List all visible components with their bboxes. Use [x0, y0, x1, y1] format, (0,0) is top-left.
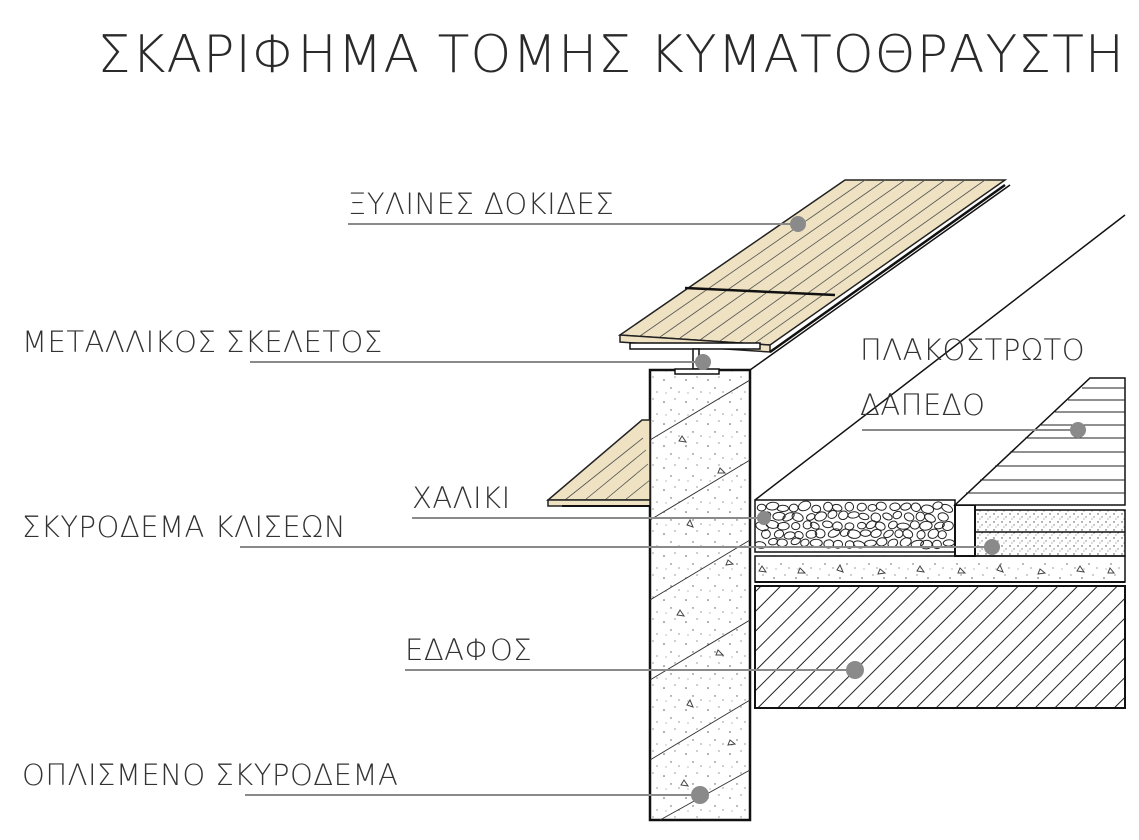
label-paved-floor-text-1: ΠΛΑΚΟΣΤΡΩΤΟ	[860, 333, 1085, 367]
pebble	[932, 501, 943, 510]
marker-dot	[1070, 422, 1086, 438]
pebble	[814, 511, 828, 522]
pebble	[899, 537, 912, 548]
label-soil-text: ΕΔΑΦΟΣ	[405, 633, 532, 667]
pebble	[832, 539, 844, 549]
pebble	[797, 500, 812, 512]
pebble	[870, 512, 882, 523]
label-gravel: ΧΑΛΙΚΙ	[412, 481, 771, 525]
label-wood-beams-text: ΞΥΛΙΝΕΣ ΔΟΚΙΔΕΣ	[348, 187, 614, 221]
label-metal-frame: ΜΕΤΑΛΛΙΚΟΣ ΣΚΕΛΕΤΟΣ	[22, 325, 711, 370]
pebble	[887, 520, 898, 530]
pebble	[919, 520, 933, 531]
pebble	[889, 502, 901, 512]
pebble	[832, 521, 843, 532]
pebble	[772, 511, 786, 521]
perspective-lines	[749, 184, 1126, 501]
pebble	[941, 521, 954, 532]
pebble	[794, 530, 804, 540]
pebble	[844, 501, 855, 512]
marker-dot	[790, 216, 806, 232]
pebble	[870, 528, 882, 538]
paved-floor	[953, 377, 1126, 557]
marker-dot	[984, 539, 1000, 555]
pebble	[858, 512, 870, 521]
pebble	[847, 529, 861, 539]
label-reinforced-concrete: ΟΠΛΙΣΜΕΝΟ ΣΚΥΡΟΔΕΜΑ	[22, 758, 709, 804]
label-soil: ΕΔΑΦΟΣ	[405, 633, 864, 679]
pebble	[791, 522, 801, 531]
pebble	[838, 510, 849, 521]
pebble	[892, 510, 903, 520]
gravel-layer	[754, 499, 956, 553]
pebble	[773, 529, 785, 539]
pebble	[800, 538, 810, 547]
pebble	[811, 504, 822, 514]
marker-dot	[846, 661, 864, 679]
pebble	[805, 529, 818, 539]
pebble	[882, 512, 893, 521]
marker-dot	[757, 511, 771, 525]
pebble	[916, 530, 926, 540]
pebble	[827, 510, 838, 519]
label-reinforced-concrete-text: ΟΠΛΙΣΜΕΝΟ ΣΚΥΡΟΔΕΜΑ	[22, 758, 398, 792]
pebble	[805, 513, 816, 521]
pebble	[790, 537, 801, 546]
pebble	[910, 502, 922, 512]
pebble	[809, 521, 820, 530]
label-slope-concrete: ΣΚΥΡΟΔΕΜΑ ΚΛΙΣΕΩΝ	[22, 510, 1000, 555]
label-paved-floor: ΠΛΑΚΟΣΤΡΩΤΟ ΔΑΠΕΔΟ	[860, 333, 1086, 438]
page-title: ΣΚΑΡΙΦΗΜΑ ΤΟΜΗΣ ΚΥΜΑΤΟΘΡΑΥΣΤΗ	[98, 25, 1125, 85]
pebble	[765, 501, 780, 511]
label-metal-frame-text: ΜΕΤΑΛΛΙΚΟΣ ΣΚΕΛΕΤΟΣ	[22, 325, 383, 359]
pebble	[876, 537, 888, 547]
pebble	[900, 502, 912, 511]
pebble	[920, 504, 935, 514]
label-slope-concrete-text: ΣΚΥΡΟΔΕΜΑ ΚΛΙΣΕΩΝ	[22, 510, 346, 544]
pebble	[937, 512, 949, 522]
pebble	[776, 521, 790, 531]
pebble	[934, 521, 945, 530]
pebble	[937, 530, 947, 540]
label-paved-floor-text-2: ΔΑΠΕΔΟ	[860, 388, 985, 422]
label-gravel-text: ΧΑΛΙΚΙ	[412, 481, 511, 515]
marker-dot	[691, 786, 709, 804]
pebble	[883, 529, 894, 539]
pebble	[761, 529, 771, 539]
pebble	[856, 502, 867, 512]
pebble	[927, 528, 940, 539]
pebble	[756, 503, 767, 512]
pebble	[875, 501, 887, 511]
concrete-wall	[648, 368, 752, 822]
pebble	[827, 528, 841, 538]
wood-deck-lower	[545, 419, 651, 507]
pebble	[831, 503, 843, 512]
soil-block	[754, 581, 1126, 709]
label-wood-beams: ΞΥΛΙΝΕΣ ΔΟΚΙΔΕΣ	[348, 187, 806, 232]
pebble	[903, 512, 915, 522]
pebble	[776, 504, 789, 512]
pebble	[791, 512, 804, 522]
pebble	[941, 503, 954, 513]
pebble	[844, 522, 855, 531]
marker-dot	[695, 354, 711, 370]
pebble	[814, 528, 826, 539]
pebble	[865, 520, 877, 530]
pebble	[894, 529, 904, 539]
pebble	[802, 520, 813, 530]
slope-concrete-layer	[754, 555, 1126, 583]
pebble	[896, 522, 910, 530]
pebble	[932, 539, 942, 550]
